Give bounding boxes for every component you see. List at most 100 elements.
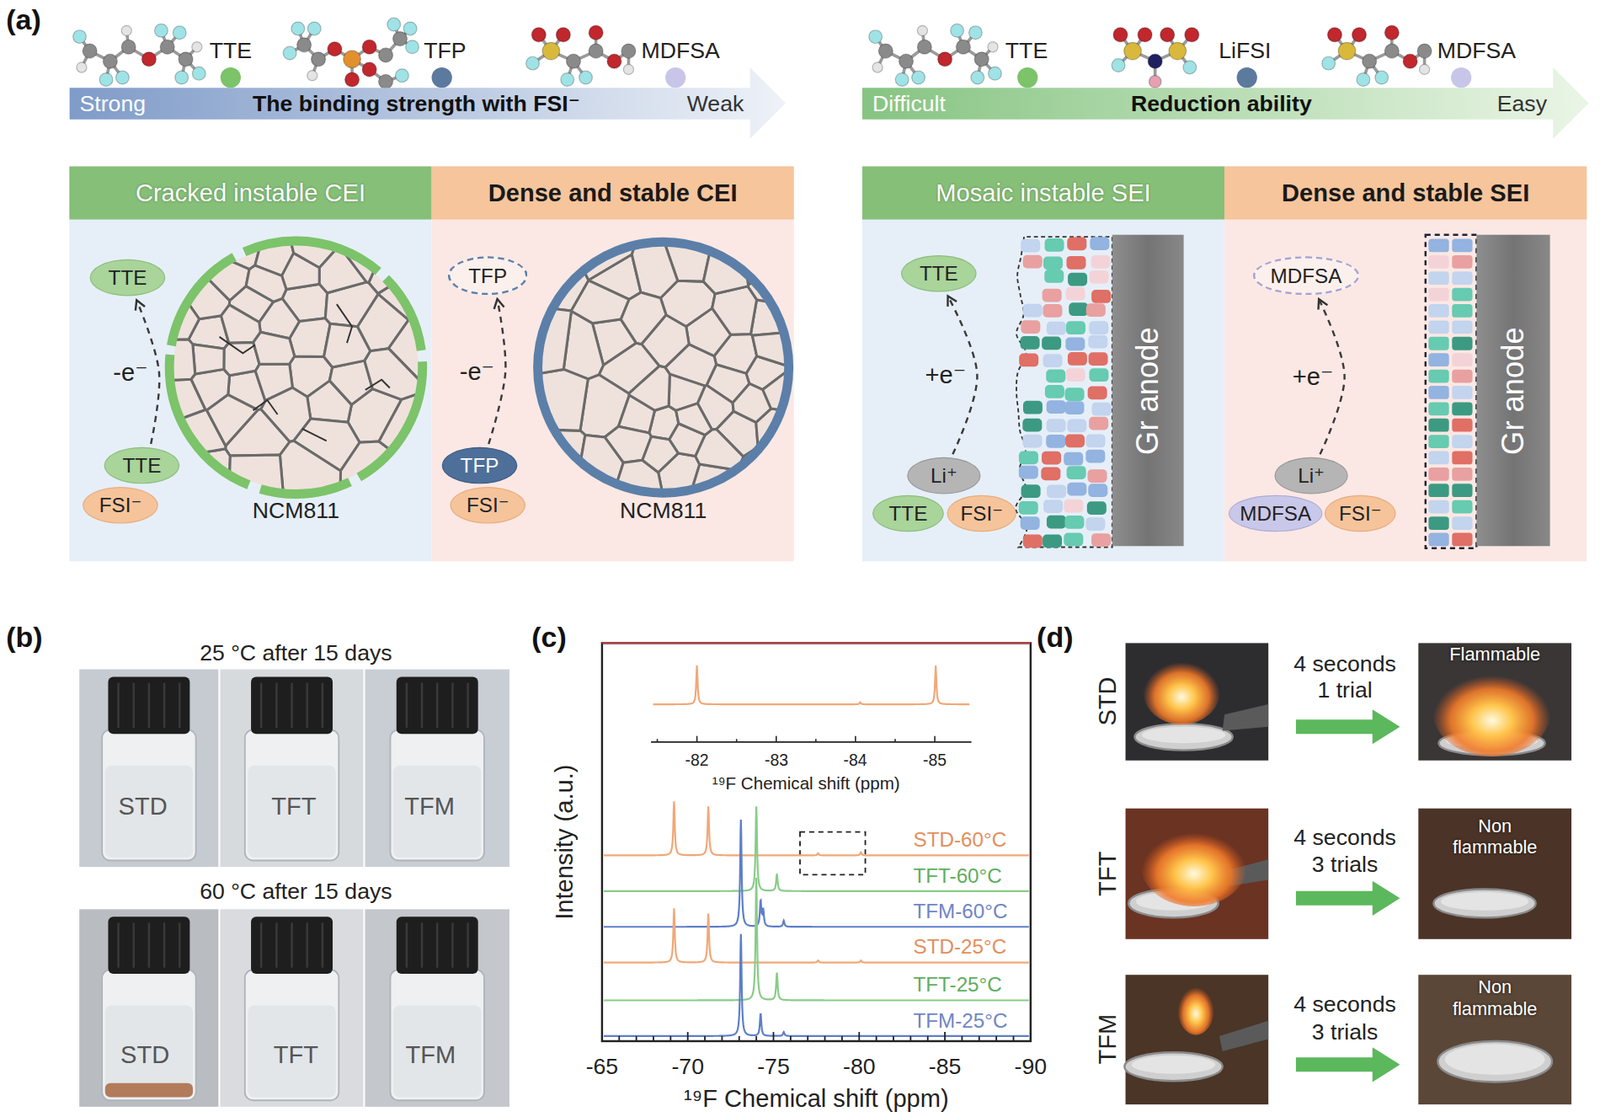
zoom-box [800,832,866,875]
cap-ridge [178,682,181,728]
sei-grain [1088,335,1108,349]
tick-label: -85 [922,751,947,770]
anode-name: Gr anode [1130,326,1166,455]
atom [950,23,965,38]
species-name: TTE [108,266,148,290]
photo-caption: 25 °C after 15 days [199,640,393,667]
atom [307,21,321,36]
grain [676,403,713,436]
row-label: STD [1093,676,1121,726]
series-label: STD-60°C [913,827,1008,852]
atom [878,43,893,59]
atom [403,21,417,36]
atom [623,64,634,75]
tick-label: -80 [842,1053,876,1080]
process-arrow [1296,880,1401,916]
atom [1352,27,1367,43]
panel-header: Cracked instable CEI [69,166,432,220]
series-label: TFM-60°C [913,899,1008,923]
sei-grain [1064,515,1084,529]
atom [387,17,401,32]
sei-grain [1066,368,1086,382]
sei-grain [1451,369,1472,384]
photo-ground [78,668,219,868]
sei-grain [1428,401,1449,416]
sei-grain [1020,239,1040,253]
scale-dot [1237,67,1258,88]
tick-label: -84 [842,751,867,770]
axis-tick [687,1031,689,1041]
axis-tick [669,1035,672,1041]
sei-grain [1063,499,1083,513]
species-name: FSI⁻ [466,493,509,518]
sei-grain [1066,482,1087,496]
atom [526,56,540,70]
atom [1137,27,1152,43]
sei-grain [1451,467,1472,481]
axis-tick [961,1035,964,1041]
arrow-text-row: DifficultReduction abilityEasy [872,87,1547,120]
series-label: TFT-25°C [913,972,1003,997]
sei-grain [1428,467,1449,481]
cap-ridge [290,922,293,967]
axis-title: Intensity (a.u.) [549,764,578,920]
species-name: TFP [460,453,500,478]
atom [917,39,932,54]
atom [141,52,156,67]
sample-label: TFM [404,792,455,821]
grain [324,323,371,368]
sei-grain [1023,534,1043,549]
sample-label: TFM [405,1040,456,1068]
particle-name: NCM811 [619,497,707,524]
sei-grain [1428,320,1449,334]
condition-note: 1 trial [1317,677,1372,704]
grain [207,394,258,447]
sei-grain [1085,517,1105,531]
cap-ridge [306,922,309,967]
atom [988,66,1003,80]
species-ellipse: Li⁺ [1274,457,1348,495]
crack [336,304,352,343]
coin-cell [1440,891,1529,911]
cap-ridge [275,682,278,728]
axis-tick [704,1035,706,1041]
cap-ridge [306,682,309,728]
cap-ridge [436,682,438,728]
sei-outline [1425,234,1478,549]
sei-grain [1088,320,1109,335]
atom [987,42,998,53]
molecule-name: TTE [209,37,252,64]
grain [340,441,425,496]
photo-ground [219,907,365,1107]
panel-heading: Cracked instable CEI [135,178,366,207]
cap-ridge [133,922,135,967]
atom [1111,58,1126,73]
atom [621,43,636,59]
cap-ridge [466,922,469,967]
grain [261,387,311,442]
sei-grain [1023,304,1043,318]
sei-grain [1022,434,1042,448]
grain [737,447,791,496]
scale-dot [1017,67,1038,88]
atom [607,53,622,69]
sei-grain [1067,352,1088,366]
vial-liquid [105,1005,193,1098]
atom [1147,53,1163,69]
grain [245,265,287,302]
sei-grain [1088,416,1109,431]
axis-title: ¹⁹F Chemical shift (ppm) [683,1083,950,1112]
crack [365,379,390,390]
sei-grain [1451,304,1472,318]
species-name: MDFSA [1239,501,1312,526]
sei-grain [1044,269,1064,283]
cap-ridge [260,682,262,728]
axis-tick [892,1035,895,1041]
atom [172,26,187,40]
photo-ground [364,907,511,1107]
photo-ground [1418,808,1572,939]
sei-grain [1045,384,1065,399]
vial-liquid [105,765,193,858]
panel-heading: Mosaic instable SEI [935,178,1151,207]
cap-ridge [290,682,293,728]
